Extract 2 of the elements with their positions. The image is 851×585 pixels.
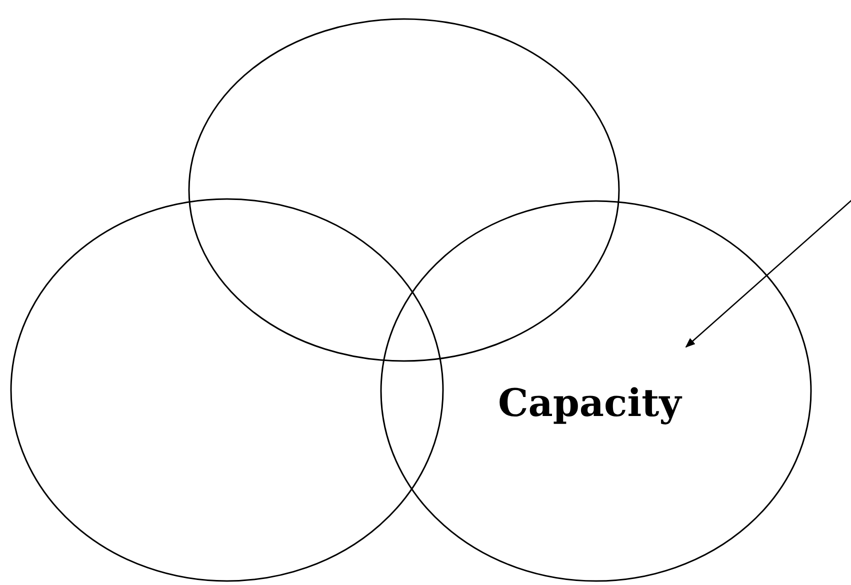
- arrow: [685, 198, 851, 348]
- set-label: Capacity: [498, 380, 682, 425]
